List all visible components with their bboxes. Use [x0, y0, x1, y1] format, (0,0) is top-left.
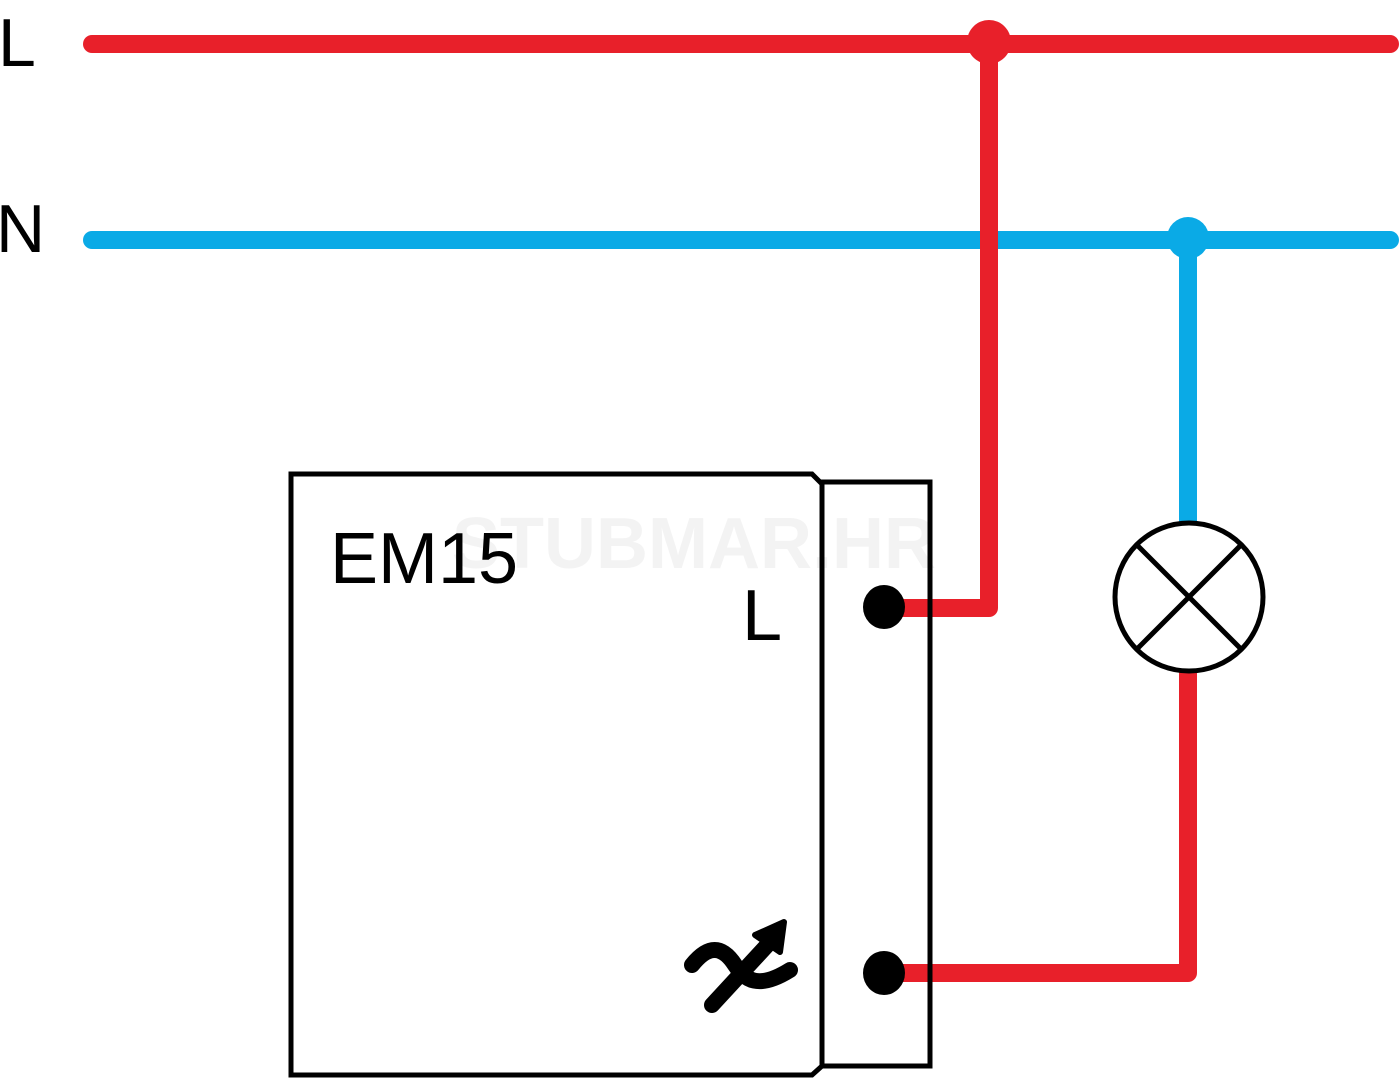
switched-output-wire: [884, 670, 1197, 982]
device-terminal-block: [819, 479, 933, 1069]
live-drop-wire: [884, 44, 998, 617]
switched-output-arrow-icon: [684, 919, 798, 1013]
watermark: STUBMAR.HR: [452, 504, 936, 584]
live-line-label: L: [0, 5, 36, 81]
live-junction-dot: [967, 20, 1011, 64]
terminal-live-label: L: [742, 576, 782, 656]
terminal-live-dot: [863, 585, 905, 629]
terminal-output-dot: [863, 951, 905, 995]
lamp-cross-circle-icon: [1112, 520, 1266, 674]
neutral-line-label: N: [0, 191, 45, 267]
neutral-junction-dot: [1167, 217, 1209, 259]
device-name: EM15: [330, 519, 518, 599]
